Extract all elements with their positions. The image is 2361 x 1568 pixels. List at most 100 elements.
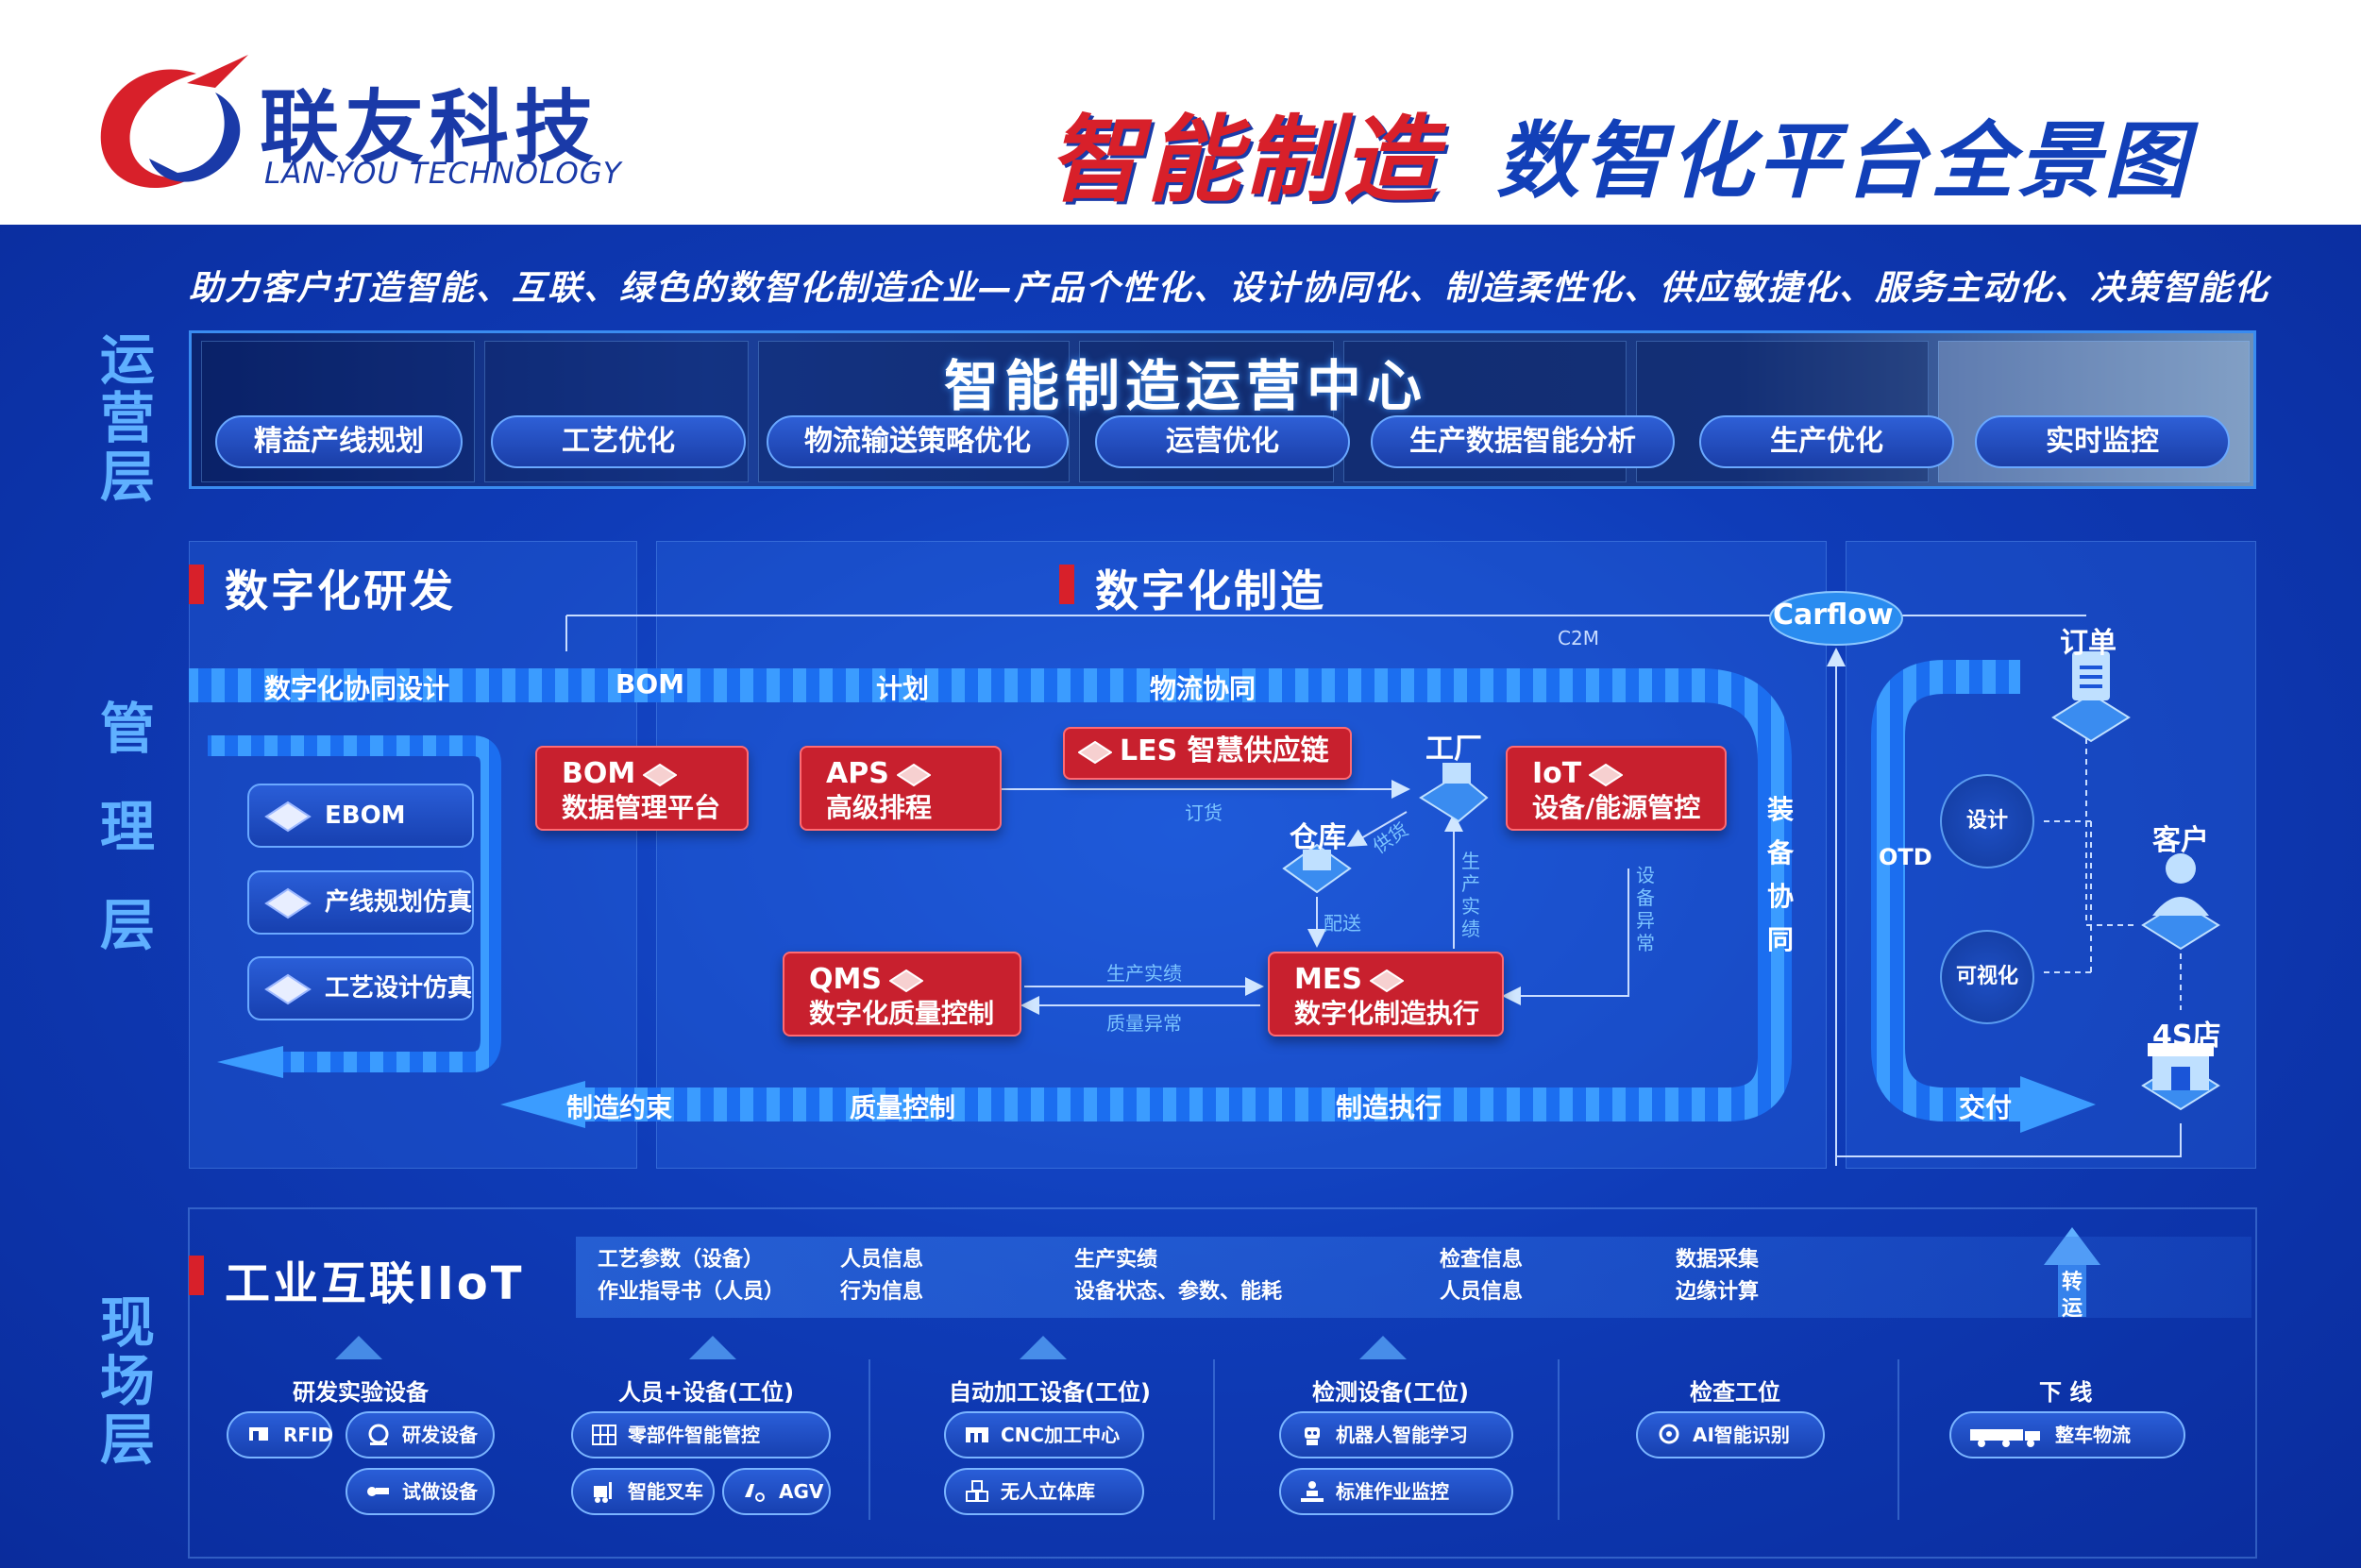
mfg-loop-arrow	[500, 1081, 585, 1128]
up-arrow-icon	[1359, 1336, 1407, 1359]
iiot-col-4: 检查信息人员信息	[1440, 1244, 1523, 1308]
gauge-icon	[368, 1424, 389, 1445]
logo-icon	[100, 55, 248, 189]
band-deliver: 交付	[1959, 1092, 2013, 1123]
system-bom-desc: 数据管理平台	[562, 792, 721, 823]
field-rd-equipment[interactable]: 研发设备	[346, 1411, 495, 1458]
system-iot[interactable]: IoT 设备/能源管控	[1506, 746, 1727, 831]
gem-icon	[1589, 763, 1624, 786]
system-mes-desc: 数字化制造执行	[1294, 998, 1480, 1029]
rd-loop-band	[208, 735, 501, 1072]
layer-label-mgmt: 管理层	[99, 697, 155, 957]
field-agv[interactable]: AGV	[722, 1468, 831, 1515]
truck-icon	[1970, 1429, 2040, 1447]
factory-label: 工厂	[1425, 733, 1482, 766]
field-pill-label: CNC加工中心	[1001, 1424, 1121, 1446]
order-label: 订单	[2060, 627, 2116, 660]
field-pill-label: RFID	[283, 1424, 334, 1446]
field-pill-label: 试做设备	[402, 1480, 478, 1503]
field-rfid[interactable]: RFID	[227, 1411, 334, 1458]
rd-title: 数字化研发	[225, 565, 456, 616]
field-pill-label: 机器人智能学习	[1336, 1424, 1468, 1446]
agv-icon	[745, 1484, 765, 1502]
layer-label-ops: 运营层	[99, 328, 155, 509]
ops-center-title: 智能制造运营中心	[944, 354, 1428, 418]
system-qms-desc: 数字化质量控制	[809, 998, 995, 1029]
ops-item-lean-planning[interactable]: 精益产线规划	[215, 415, 463, 468]
system-iot-name: IoT	[1532, 757, 1582, 790]
title-red: 智能制造	[1048, 105, 1441, 215]
system-qms-name: QMS	[809, 963, 882, 996]
divider	[1558, 1359, 1560, 1520]
ops-item-data-analysis[interactable]: 生产数据智能分析	[1371, 415, 1675, 468]
field-vehicle-logistics[interactable]: 整车物流	[1949, 1411, 2185, 1458]
warehouse-label: 仓库	[1290, 821, 1346, 854]
c2m-label: C2M	[1558, 627, 1599, 649]
field-auto-warehouse[interactable]: 无人立体库	[944, 1468, 1144, 1515]
cubes-icon	[966, 1480, 988, 1502]
iiot-text: 人员信息	[1440, 1280, 1524, 1304]
system-les[interactable]: LES 智慧供应链	[1063, 727, 1352, 780]
carflow-label: Carflow	[1773, 599, 1894, 632]
gem-icon	[888, 969, 923, 992]
field-pill-label: 整车物流	[2055, 1424, 2131, 1446]
field-group-personnel: 人员+设备(工位)	[618, 1379, 795, 1406]
mfg-loop-band	[189, 668, 1792, 1121]
equip-abnormal-flow	[1502, 868, 1629, 1005]
system-aps[interactable]: APS 高级排程	[800, 746, 1002, 831]
field-group-rd: 研发实验设备	[293, 1379, 429, 1406]
field-parts-control[interactable]: 零部件智能管控	[571, 1411, 831, 1458]
iiot-text: 检查信息	[1440, 1248, 1524, 1272]
otd-loop-arrow	[2020, 1076, 2096, 1133]
flow-quality-abnormal-label: 质量异常	[1106, 1012, 1182, 1035]
ops-item-logistics-opt[interactable]: 物流输送策略优化	[767, 415, 1069, 468]
iiot-title: 工业互联IIoT	[225, 1257, 525, 1310]
store-bottom-link	[1836, 1123, 2182, 1157]
up-arrow-icon	[1020, 1336, 1067, 1359]
ops-item-monitoring[interactable]: 实时监控	[1975, 415, 2230, 468]
robot-icon	[1305, 1427, 1320, 1445]
system-les-desc: 智慧供应链	[1187, 734, 1329, 767]
gem-icon	[264, 801, 312, 833]
field-pill-label: AI智能识别	[1693, 1424, 1790, 1446]
system-aps-desc: 高级排程	[826, 792, 933, 823]
divider	[869, 1359, 870, 1520]
field-standard-monitor[interactable]: 标准作业监控	[1279, 1468, 1513, 1515]
iiot-text: 人员信息	[840, 1248, 924, 1272]
field-panel-frame	[188, 1207, 2257, 1559]
system-mes[interactable]: MES 数字化制造执行	[1268, 952, 1504, 1037]
system-qms[interactable]: QMS 数字化质量控制	[783, 952, 1021, 1037]
flow-order-label: 订货	[1185, 801, 1223, 824]
field-pill-label: 研发设备	[402, 1424, 478, 1446]
field-forklift[interactable]: 智能叉车	[571, 1468, 715, 1515]
system-bom[interactable]: BOM 数据管理平台	[535, 746, 749, 831]
field-robot-learning[interactable]: 机器人智能学习	[1279, 1411, 1513, 1458]
transfer-label: 转运	[2061, 1271, 2083, 1321]
ops-item-production-opt[interactable]: 生产优化	[1699, 415, 1954, 468]
title-blue: 数智化平台全景图	[1496, 112, 2192, 210]
gem-icon	[643, 763, 678, 786]
field-ai-recognition[interactable]: AI智能识别	[1636, 1411, 1825, 1458]
field-pill-label: 标准作业监控	[1336, 1480, 1449, 1503]
field-pill-label: 无人立体库	[1001, 1480, 1095, 1503]
ops-item-ops-opt[interactable]: 运营优化	[1095, 415, 1350, 468]
iiot-col-3: 生产实绩设备状态、参数、能耗	[1074, 1244, 1282, 1308]
brand-name-en: LAN-YOU TECHNOLOGY	[264, 157, 622, 191]
gem-icon	[264, 973, 312, 1005]
field-trial-equipment[interactable]: 试做设备	[346, 1468, 495, 1515]
iiot-text: 行为信息	[840, 1280, 924, 1304]
slogan: 助力客户打造智能、互联、绿色的数智化制造企业—产品个性化、设计协同化、制造柔性化…	[189, 269, 2270, 308]
field-pill-label: 智能叉车	[628, 1480, 703, 1503]
band-mfg-exec: 制造执行	[1336, 1092, 1442, 1123]
brand-name: 联友科技	[260, 81, 600, 174]
band-quality: 质量控制	[850, 1092, 956, 1123]
iiot-text: 边缘计算	[1676, 1280, 1760, 1304]
customer-circles-link	[2039, 820, 2092, 973]
cnc-icon	[966, 1427, 988, 1442]
field-cnc[interactable]: CNC加工中心	[944, 1411, 1144, 1458]
iiot-info-band	[576, 1237, 2251, 1318]
ops-item-process-opt[interactable]: 工艺优化	[491, 415, 746, 468]
band-collab-design: 数字化协同设计	[264, 673, 450, 704]
up-arrow-icon	[689, 1336, 736, 1359]
iiot-title-bar	[189, 1256, 204, 1295]
